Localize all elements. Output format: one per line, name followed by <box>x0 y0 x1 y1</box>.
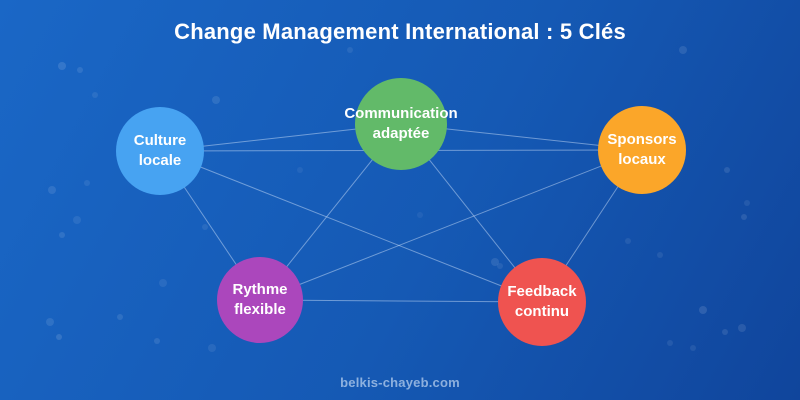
decorative-dot <box>73 216 81 224</box>
decorative-dot <box>117 314 123 320</box>
decorative-dot <box>77 67 83 73</box>
node-communication-adaptee: Communication adaptée <box>344 78 458 170</box>
decorative-dot <box>56 334 62 340</box>
decorative-dot <box>699 306 707 314</box>
decorative-dot <box>297 167 303 173</box>
decorative-dot <box>491 258 499 266</box>
node-label-culture-locale: Culture locale <box>133 131 187 169</box>
decorative-dot <box>154 338 160 344</box>
decorative-dot <box>208 344 216 352</box>
decorative-dot <box>84 180 90 186</box>
decorative-dot <box>46 318 54 326</box>
node-label-communication-adaptee: Communication adaptée <box>344 104 458 142</box>
decorative-dot <box>722 329 728 335</box>
node-label-sponsors-locaux: Sponsors locaux <box>607 130 677 168</box>
node-rythme-flexible: Rythme flexible <box>217 257 303 343</box>
node-culture-locale: Culture locale <box>116 107 204 195</box>
connection-line-culture-locale--feedback-continu <box>159 150 543 303</box>
decorative-dot <box>744 200 750 206</box>
decorative-dot <box>48 186 56 194</box>
decorative-dot <box>59 232 65 238</box>
node-label-feedback-continu: Feedback continu <box>507 282 577 320</box>
connection-line-rythme-flexible--feedback-continu <box>259 299 543 303</box>
decorative-dot <box>58 62 66 70</box>
node-sponsors-locaux: Sponsors locaux <box>598 106 686 194</box>
decorative-dot <box>724 167 730 173</box>
decorative-dot <box>417 212 423 218</box>
decorative-dot <box>738 324 746 332</box>
decorative-dot <box>212 96 220 104</box>
decorative-dot <box>92 92 98 98</box>
decorative-dot <box>667 340 673 346</box>
decorative-dot <box>159 279 167 287</box>
decorative-dot <box>625 238 631 244</box>
connection-line-sponsors-locaux--rythme-flexible <box>259 149 643 301</box>
decorative-dot <box>657 252 663 258</box>
footer-credit: belkis-chayeb.com <box>340 375 460 390</box>
decorative-dot <box>202 224 208 230</box>
decorative-dot <box>690 345 696 351</box>
decorative-dot <box>347 47 353 53</box>
decorative-dot <box>741 214 747 220</box>
node-feedback-continu: Feedback continu <box>498 258 586 346</box>
decorative-dot <box>497 263 503 269</box>
decorative-dot <box>679 46 687 54</box>
background-dots <box>46 46 750 352</box>
page-title: Change Management International : 5 Clés <box>174 19 626 44</box>
node-label-rythme-flexible: Rythme flexible <box>232 280 288 318</box>
